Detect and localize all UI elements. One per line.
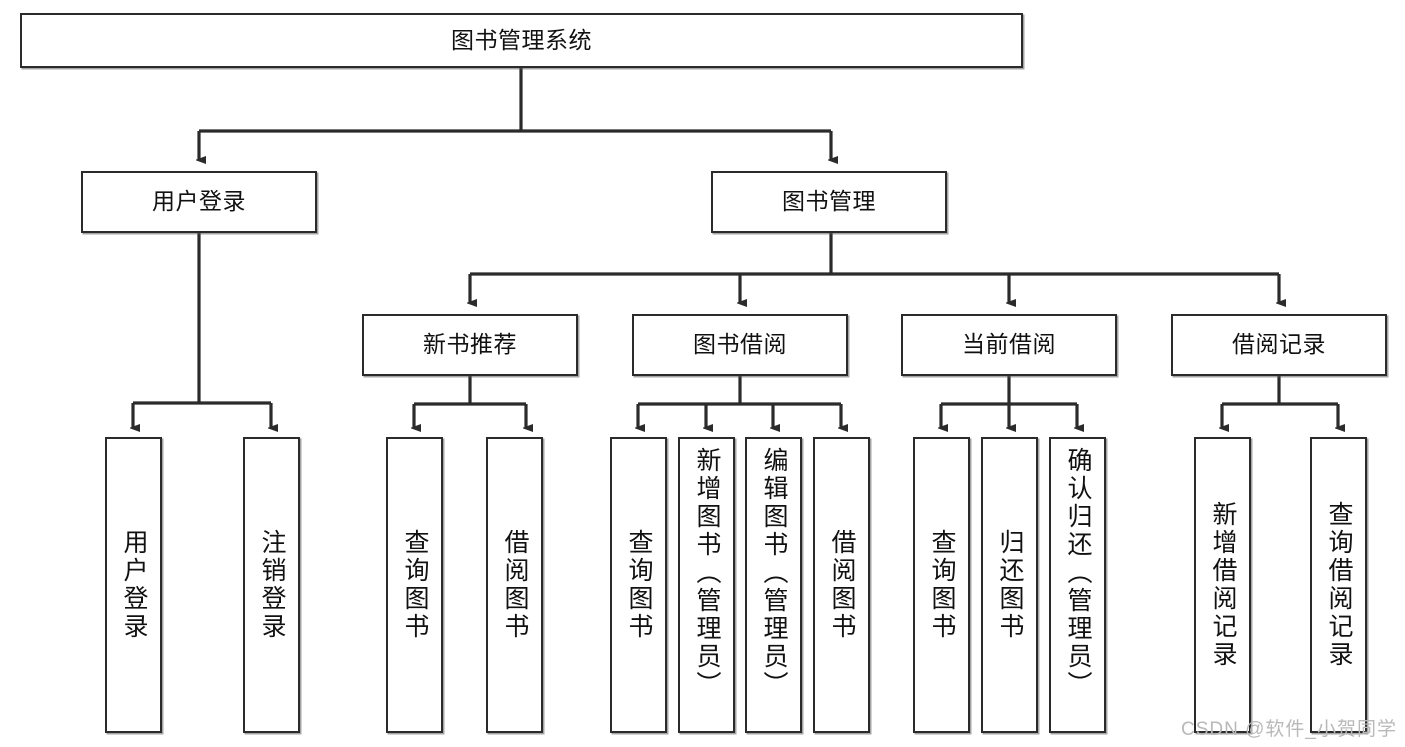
leaf-record-add-borrow-record[interactable]: 新增借阅记录 [1194, 437, 1251, 733]
node-current-borrow[interactable]: 当前借阅 [901, 314, 1117, 376]
leaf-borrow-query-book[interactable]: 查询图书 [610, 437, 667, 733]
leaf-borrow-edit-book-admin[interactable]: 编辑图书（管理员） [745, 437, 802, 733]
node-label: 确认归还（管理员） [1064, 447, 1092, 699]
node-root-book-management-system[interactable]: 图书管理系统 [20, 13, 1023, 68]
node-label: 图书借阅 [693, 331, 787, 358]
node-borrow-record[interactable]: 借阅记录 [1171, 314, 1387, 376]
leaf-user-login-logout[interactable]: 注销登录 [243, 437, 300, 733]
leaf-current-query-book[interactable]: 查询图书 [913, 437, 970, 733]
node-label: 借阅图书 [501, 529, 529, 641]
node-label: 图书管理 [782, 188, 876, 215]
node-book-management[interactable]: 图书管理 [711, 171, 947, 233]
leaf-borrow-borrow-book[interactable]: 借阅图书 [813, 437, 870, 733]
leaf-current-confirm-return-admin[interactable]: 确认归还（管理员） [1049, 437, 1106, 733]
leaf-recommend-borrow-book[interactable]: 借阅图书 [486, 437, 543, 733]
node-label: 图书管理系统 [451, 26, 592, 53]
leaf-user-login-login[interactable]: 用户登录 [105, 437, 162, 733]
node-user-login[interactable]: 用户登录 [81, 171, 317, 233]
node-label: 查询图书 [625, 529, 653, 641]
node-label: 新增图书（管理员） [693, 447, 721, 699]
node-label: 注销登录 [258, 529, 286, 641]
node-label: 新书推荐 [423, 331, 517, 358]
node-new-book-recommend[interactable]: 新书推荐 [362, 314, 578, 376]
node-book-borrow[interactable]: 图书借阅 [632, 314, 848, 376]
node-label: 查询借阅记录 [1325, 501, 1353, 669]
leaf-recommend-query-book[interactable]: 查询图书 [386, 437, 443, 733]
node-label: 查询图书 [401, 529, 429, 641]
node-label: 借阅图书 [828, 529, 856, 641]
node-label: 用户登录 [120, 529, 148, 641]
node-label: 归还图书 [996, 529, 1024, 641]
node-label: 查询图书 [928, 529, 956, 641]
node-label: 新增借阅记录 [1209, 501, 1237, 669]
node-label: 借阅记录 [1232, 331, 1326, 358]
node-label: 当前借阅 [962, 331, 1056, 358]
leaf-borrow-add-book-admin[interactable]: 新增图书（管理员） [678, 437, 735, 733]
leaf-record-query-borrow-record[interactable]: 查询借阅记录 [1310, 437, 1367, 733]
leaf-current-return-book[interactable]: 归还图书 [981, 437, 1038, 733]
csdn-watermark: CSDN @软件_小贺同学 [1181, 719, 1397, 740]
node-label: 用户登录 [152, 188, 246, 215]
node-label: 编辑图书（管理员） [760, 447, 788, 699]
